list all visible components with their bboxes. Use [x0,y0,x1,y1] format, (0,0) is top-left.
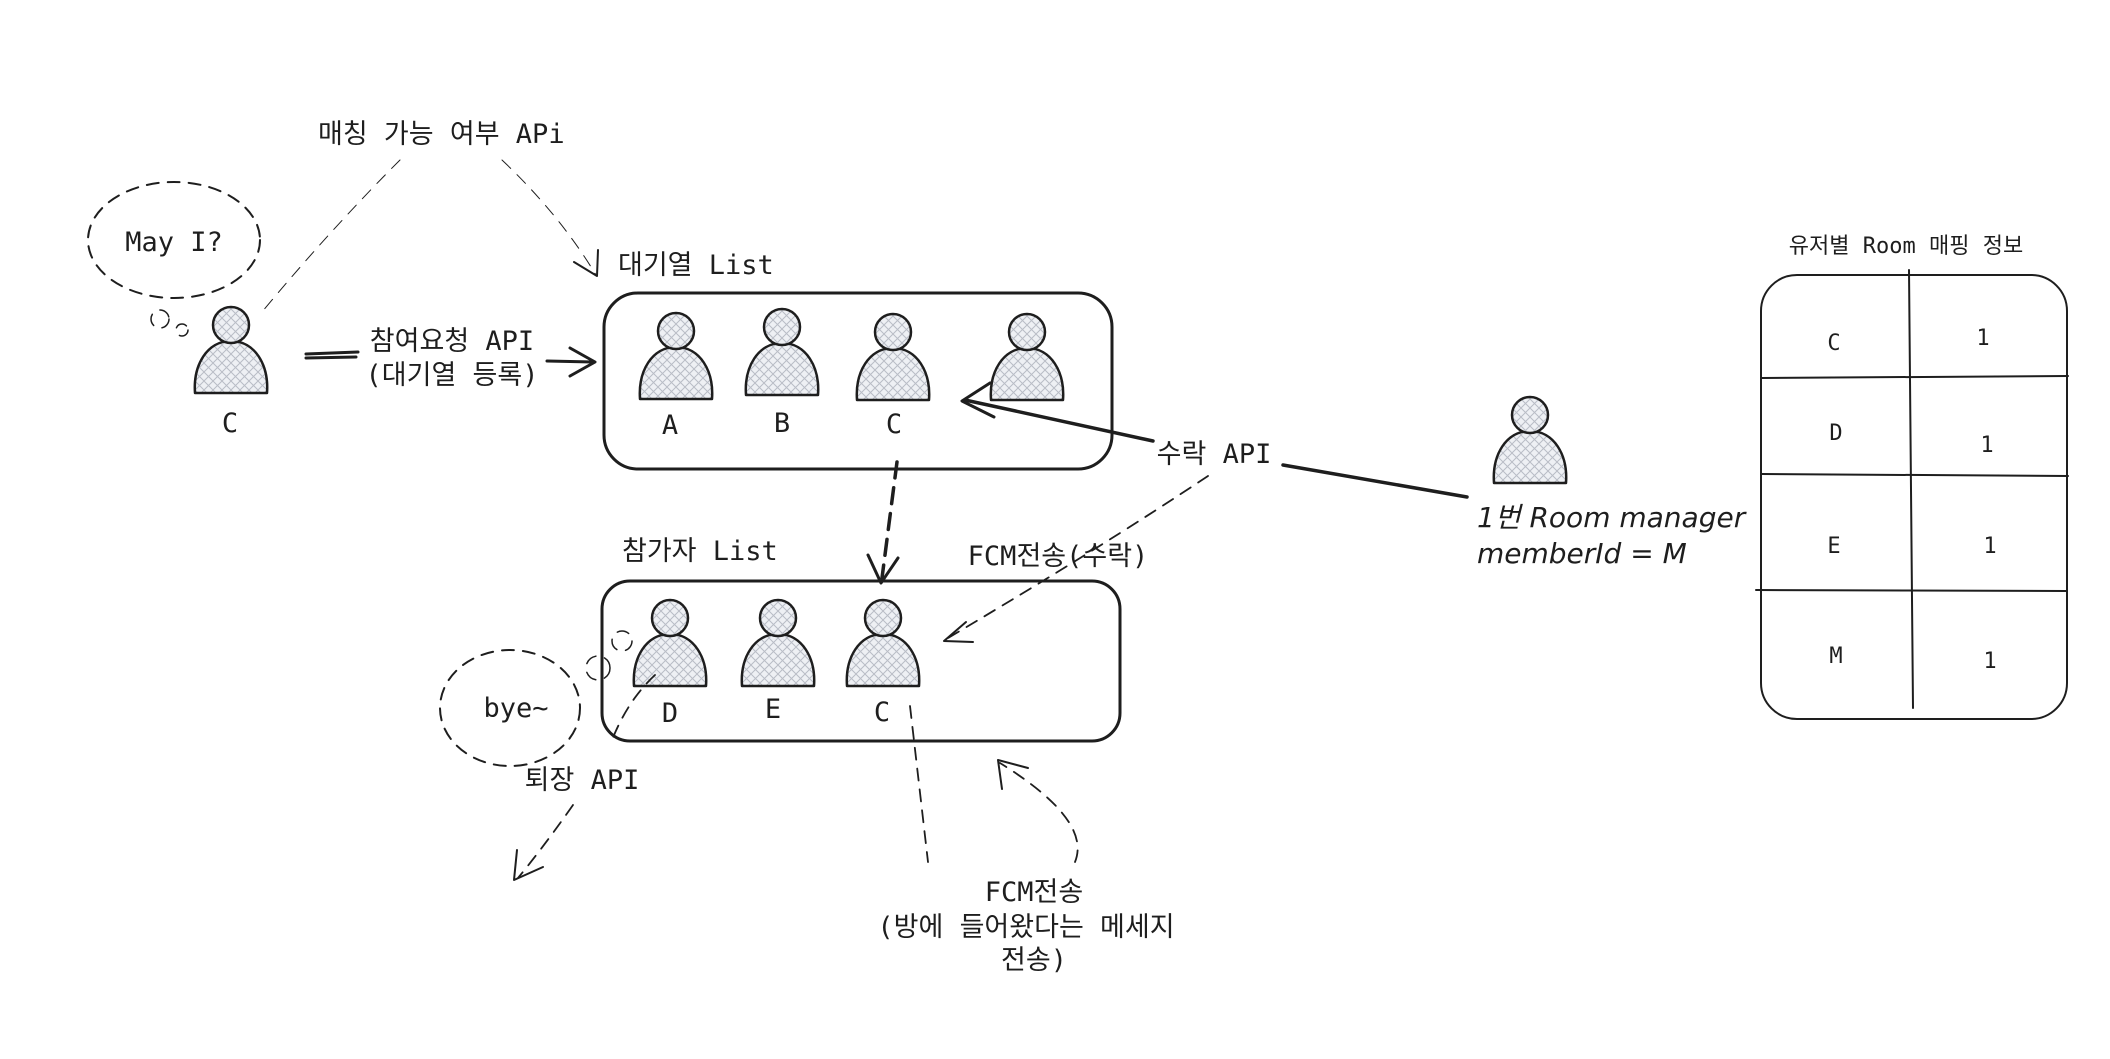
requester-name: C [222,408,238,439]
fcm-enter-label-line1: FCM전송 [985,877,1083,908]
join-request-arrowhead [568,346,597,378]
waiting-list-title: 대기열 List [618,250,774,281]
move-to-participants-line [880,460,899,580]
waiting-list-box [602,291,1114,471]
mapping-user-cell: M [1829,644,1842,669]
fcm-enter-label-line3: 전송) [1001,945,1067,976]
bye-dot-large [585,655,611,681]
member-name: A [662,410,678,441]
matching-api-label: 매칭 가능 여부 APi [318,119,565,150]
join-request-label-line1: 참여요청 API [370,326,534,357]
leave-api-line-lower [517,804,574,879]
leave-api-arrowhead [513,849,544,881]
move-to-participants-arrowhead [866,553,900,585]
person-icon [845,598,921,688]
fcm-accept-arrowhead [943,621,974,643]
waiting-member: C [855,312,931,440]
person-icon [740,598,816,688]
waiting-member: B [744,307,820,439]
manager-label-line1: 1번 Room manager [1477,501,1747,534]
mapping-room-cell: 1 [1983,534,1996,559]
person-icon [855,312,931,402]
participant-member: C [845,598,921,728]
mapping-table-border [1760,274,2068,720]
participant-list-title: 참가자 List [622,536,778,567]
participant-member: D [632,598,708,729]
leave-api-line-upper [611,674,656,741]
member-name: C [886,409,902,440]
person-icon [744,307,820,397]
join-request-label-line2: (대기열 등록) [366,360,539,391]
thought-dot-small [175,323,189,337]
mapping-table-title: 유저별 Room 매핑 정보 [1789,234,2023,259]
member-name: E [765,694,781,725]
leave-api-label: 퇴장 API [525,765,640,796]
mapping-user-cell: D [1829,421,1842,446]
person-icon [638,311,714,401]
bye-dot-small [611,630,633,652]
fcm-enter-line-left [909,705,929,863]
manager-label-line2: memberId = M [1477,537,1687,570]
member-name: C [874,697,890,728]
accept-api-line-left [963,398,1155,443]
matching-api-arrow-line [501,159,597,276]
fcm-accept-label: FCM전송(수락) [968,541,1149,572]
fcm-enter-label-line2: (방에 들어왔다는 메세지 [877,912,1174,943]
matching-api-link-line [261,159,401,313]
fcm-enter-line-right [999,762,1079,863]
participant-member: E [740,598,816,725]
mapping-room-cell: 1 [1980,433,1993,458]
may-i-text: May I? [125,227,223,258]
accept-api-line-right [1281,463,1469,499]
mapping-user-cell: E [1827,534,1840,559]
participant-list-box [600,579,1122,743]
fcm-accept-line [947,475,1209,639]
mapping-table: C 1 D 1 E 1 M 1 [1755,269,2069,720]
join-request-line-right [545,359,595,364]
bye-text: bye~ [483,693,548,724]
bye-bubble [439,649,581,767]
mapping-user-cell: C [1827,331,1840,356]
mapping-row-divider [1761,375,2069,379]
matching-api-arrowhead [573,249,599,277]
manager-person-icon [1492,395,1568,485]
requester-person-icon [193,305,269,395]
fcm-enter-arrowhead [997,759,1029,790]
member-name: D [662,698,678,729]
participant-list-members: D E C [632,598,921,729]
accept-api-label: 수락 API [1157,439,1272,470]
mapping-room-cell: 1 [1976,326,1989,351]
person-icon [989,312,1065,402]
mapping-column-divider [1908,269,1914,709]
person-icon [632,598,708,688]
join-request-line-left [304,350,360,360]
mapping-room-cell: 1 [1983,649,1996,674]
waiting-member: A [638,311,714,441]
thought-bubble [87,181,261,299]
mapping-row-divider [1761,473,2069,477]
waiting-member [989,312,1065,402]
member-name: B [774,408,790,439]
thought-dot-large [150,309,170,329]
waiting-list-members: A B C [638,307,1065,441]
mapping-row-divider [1755,589,2067,592]
accept-api-arrowhead [960,381,996,419]
